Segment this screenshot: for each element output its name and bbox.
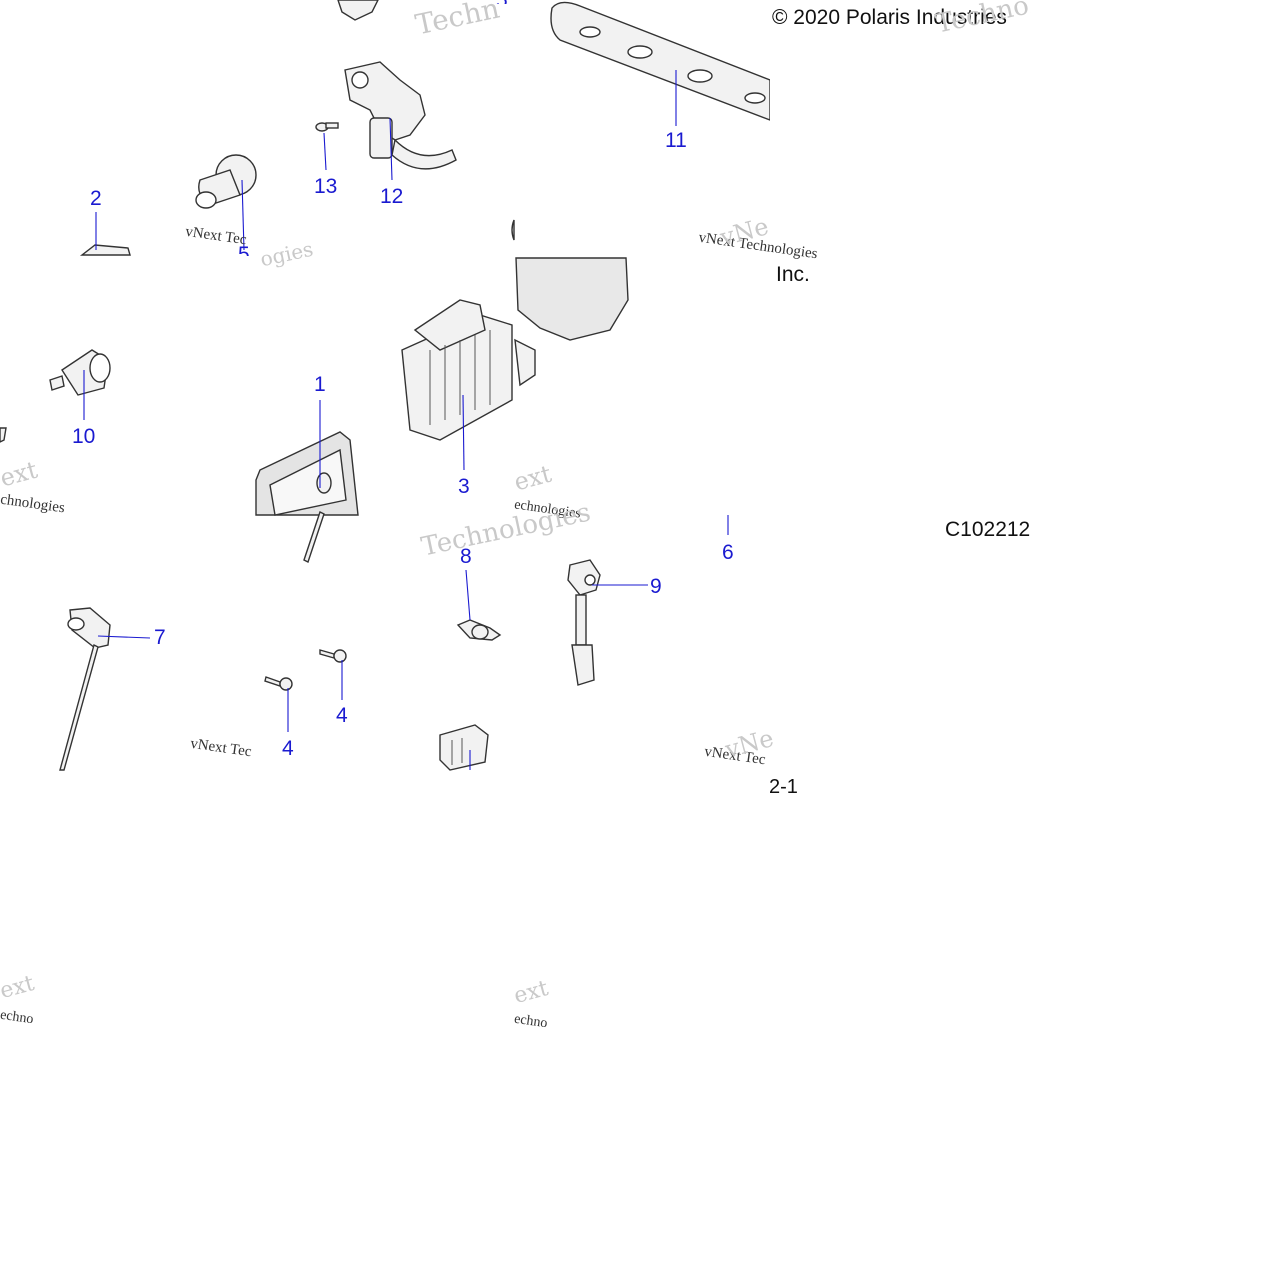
blank-area-bottom (0, 800, 1285, 1285)
screw-part-13 (315, 122, 339, 132)
sensor-part-9 (567, 559, 601, 686)
callout-9: 9 (650, 575, 662, 598)
socket-part-10 (49, 349, 111, 396)
regulator-part-3 (401, 299, 513, 441)
callout-5: 5 (238, 244, 250, 256)
leader-lines (83, 70, 729, 770)
bolt-part-4b (319, 649, 347, 663)
sensor-part-7 (59, 607, 111, 771)
callout-11: 11 (665, 129, 687, 152)
callout-7: 7 (154, 626, 166, 649)
callout-4b: 4 (336, 704, 348, 727)
callout-1: 1 (314, 373, 326, 396)
callout-2: 2 (90, 187, 102, 210)
module-part-6 (511, 219, 629, 387)
blank-area-right (770, 35, 1285, 255)
callout-3: 3 (458, 475, 470, 498)
top-connector-fragment (337, 0, 379, 21)
copyright-continued: Inc. (776, 263, 810, 286)
key-switch-part-5 (195, 154, 257, 209)
ecu-part-1 (255, 431, 359, 563)
blank-area-right-mid (850, 255, 1285, 515)
sensor-part-8 (456, 619, 502, 641)
valve-part-12 (344, 61, 457, 170)
connector-bottom (439, 724, 489, 771)
callout-fragment-top: 5 (496, 0, 508, 4)
callout-4a: 4 (282, 737, 294, 760)
callout-12: 12 (380, 185, 404, 208)
figure-code: C102212 (945, 518, 1030, 541)
callout-6: 6 (722, 541, 734, 564)
callout-8: 8 (460, 545, 472, 568)
copyright-text: © 2020 Polaris Industries (772, 6, 1007, 29)
page-reference: 2-1 (769, 776, 798, 798)
edge-fragment (0, 427, 7, 443)
callout-13: 13 (314, 175, 338, 198)
bracket-part-11 (550, 1, 771, 122)
clip-part-2 (79, 244, 131, 256)
bolt-part-4a (264, 676, 293, 691)
callout-10: 10 (72, 425, 96, 448)
